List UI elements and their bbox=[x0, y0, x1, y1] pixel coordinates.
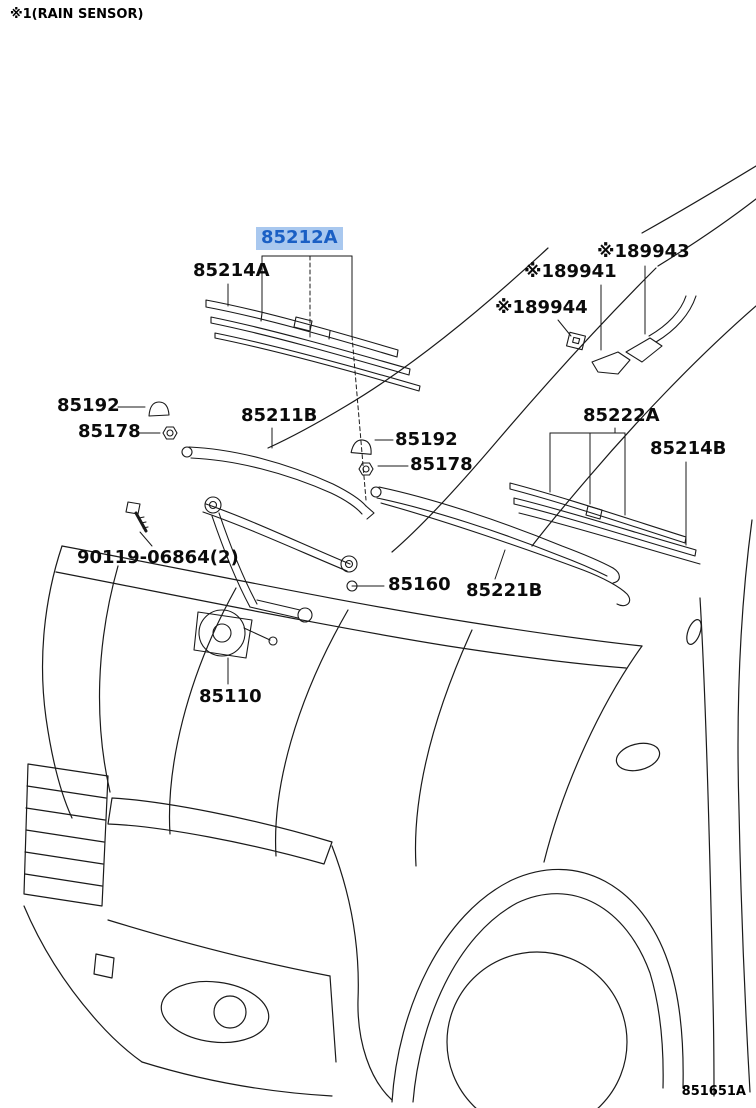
pivot-cap-rh-drawing bbox=[350, 439, 372, 455]
part-label-85214a[interactable]: 85214A bbox=[193, 260, 270, 281]
wiper-blade-lh-drawing bbox=[205, 299, 421, 392]
rain-sensor-note: ※1(RAIN SENSOR) bbox=[10, 7, 144, 22]
part-label-85110[interactable]: 85110 bbox=[199, 686, 262, 707]
wiper-arm-rh-drawing bbox=[370, 486, 631, 607]
part-label-85212a[interactable]: 85212A bbox=[256, 227, 343, 250]
part-label-85192-left[interactable]: 85192 bbox=[57, 395, 120, 416]
part-label-89941[interactable]: ※189941 bbox=[524, 261, 617, 282]
pivot-cap-lh-drawing bbox=[148, 401, 170, 417]
part-label-85222a[interactable]: 85222A bbox=[583, 405, 660, 426]
part-label-89944[interactable]: ※189944 bbox=[495, 297, 588, 318]
part-label-89943[interactable]: ※189943 bbox=[597, 241, 690, 262]
washer-nozzle-drawing bbox=[565, 295, 697, 375]
part-label-90119-06864[interactable]: 90119-06864(2) bbox=[77, 547, 239, 568]
pivot-nut-rh-drawing bbox=[358, 462, 374, 476]
pivot-nut-lh-drawing bbox=[162, 426, 178, 440]
wiper-components bbox=[125, 295, 701, 659]
diagram-code: 851651A bbox=[681, 1084, 746, 1099]
wiper-arm-lh-drawing bbox=[181, 446, 375, 520]
part-label-85221b[interactable]: 85221B bbox=[466, 580, 543, 601]
part-label-85192-right[interactable]: 85192 bbox=[395, 429, 458, 450]
leader-lines bbox=[117, 255, 687, 685]
pivot-bolt-drawing bbox=[125, 501, 149, 533]
part-label-85160[interactable]: 85160 bbox=[388, 574, 451, 595]
part-label-85178-right[interactable]: 85178 bbox=[410, 454, 473, 475]
car-outline bbox=[23, 165, 756, 1108]
wiper-blade-rh-drawing bbox=[509, 482, 701, 565]
part-label-85211b[interactable]: 85211B bbox=[241, 405, 318, 426]
part-label-85214b[interactable]: 85214B bbox=[650, 438, 727, 459]
part-label-85178-left[interactable]: 85178 bbox=[78, 421, 141, 442]
wiper-link-motor-drawing bbox=[193, 496, 358, 659]
